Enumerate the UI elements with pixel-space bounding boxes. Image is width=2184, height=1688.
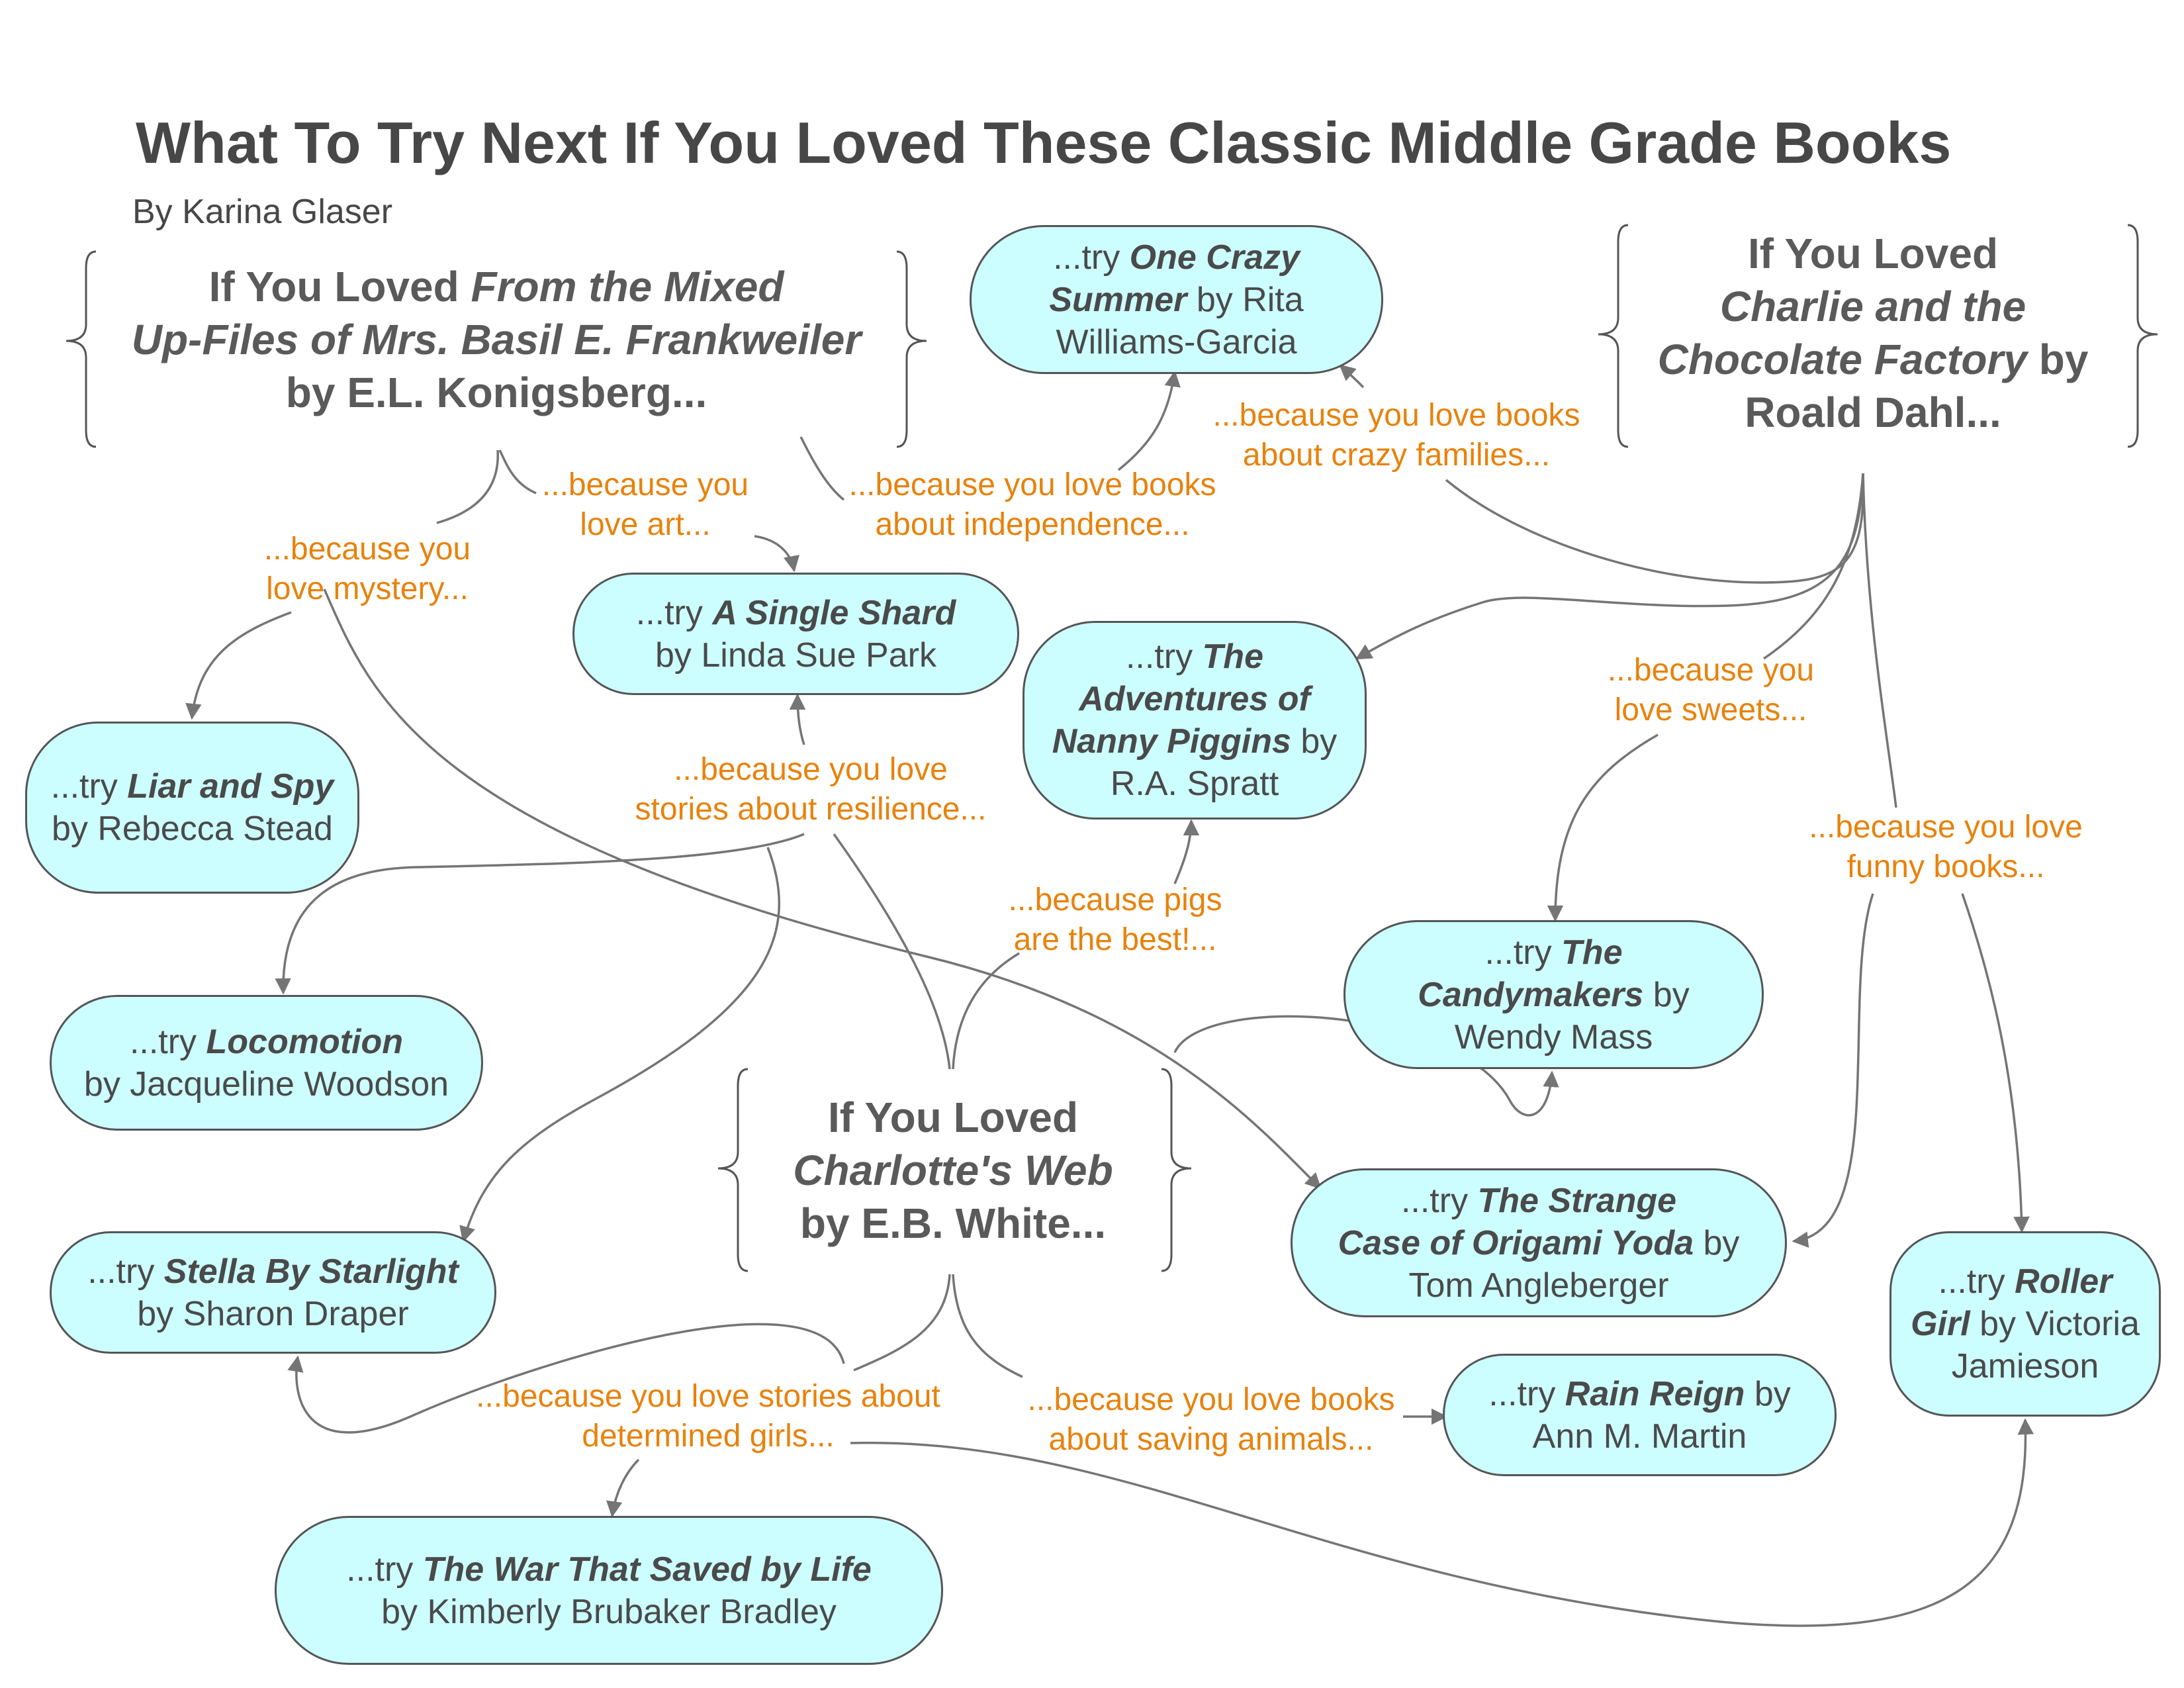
link-mixed-up-to-mystery (436, 449, 499, 524)
brace-charlotte-right (1161, 1068, 1192, 1272)
book-locomotion: ...try Locomotion by Jacqueline Woodson (50, 995, 483, 1131)
book-one-crazy-summer: ...try One Crazy Summer by Rita Williams… (970, 225, 1383, 374)
book-candymakers: ...try The Candymakers by Wendy Mass (1343, 920, 1764, 1069)
link-funny-to-roller-girl (1961, 893, 2030, 1233)
book-origami-yoda: ...try The Strange Case of Origami Yoda … (1291, 1168, 1787, 1317)
mixed-up-title-a: From the Mixed (471, 262, 784, 310)
book-liar-and-spy: ...try Liar and Spy by Rebecca Stead (25, 722, 359, 894)
charlie-title-a: Charlie and the (1719, 282, 2026, 330)
source-charlie-chocolate: If You Loved Charlie and the Chocolate F… (1628, 222, 2118, 444)
brace-charlotte-left (717, 1068, 749, 1272)
brace-mixed-up-left (66, 250, 97, 448)
brace-mixed-up-right (896, 250, 927, 448)
link-pigs-to-nanny-piggins (1173, 819, 1200, 884)
book-roller-girl: ...try Roller Girl by Victoria Jamieson (1889, 1231, 2161, 1417)
link-charlotte-to-resilience (833, 833, 951, 1070)
link-determined-girls-to-roller-girl (850, 1418, 2034, 1627)
book-stella-by-starlight: ...try Stella By Starlight by Sharon Dra… (50, 1231, 496, 1354)
charlotte-prefix: If You Loved (827, 1093, 1079, 1141)
book-rain-reign: ...try Rain Reign by Ann M. Martin (1443, 1354, 1837, 1476)
link-resilience-to-single-shard (789, 693, 806, 745)
link-charlie-to-crazy-families (1445, 473, 1865, 584)
book-single-shard: ...try A Single Shard by Linda Sue Park (572, 573, 1019, 695)
link-determined-girls-to-stella (287, 1323, 845, 1434)
charlotte-author: by E.B. White... (799, 1199, 1107, 1247)
author-byline: By Karina Glaser (132, 193, 393, 231)
brace-charlie-left (1598, 224, 1629, 448)
link-mystery-to-liar-spy (185, 611, 292, 720)
source-mixed-up-files: If You Loved From the Mixed Up-Files of … (99, 255, 893, 424)
charlotte-title: Charlotte's Web (793, 1146, 1113, 1194)
link-determined-girls-to-war-saved (606, 1458, 640, 1518)
mixed-up-title-b: Up-Files of Mrs. Basil E. Frankweiler (131, 315, 862, 363)
link-crazy-families-to-crazy-summer (1339, 364, 1365, 389)
link-funny-to-origami-yoda (1792, 893, 1874, 1248)
source-charlottes-web: If You Loved Charlotte's Web by E.B. Whi… (748, 1086, 1158, 1254)
book-nanny-piggins: ...try The Adventures of Nanny Piggins b… (1023, 621, 1367, 820)
link-mixed-up-to-independence (799, 436, 845, 501)
page-title: What To Try Next If You Loved These Clas… (136, 110, 1952, 175)
link-charlie-to-funny (1862, 473, 1897, 808)
link-mixed-up-to-art (498, 449, 537, 494)
mixed-up-author: by E.L. Konigsberg... (285, 368, 707, 416)
link-charlotte-to-pigs (952, 952, 1020, 1070)
link-art-to-single-shard (754, 535, 800, 573)
link-resilience-to-stella (459, 847, 780, 1243)
link-mystery-to-origami-yoda (323, 588, 1322, 1190)
book-war-that-saved: ...try The War That Saved by Life by Kim… (275, 1516, 943, 1665)
link-charlotte-to-determined-girls (853, 1274, 951, 1372)
charlie-author: Roald Dahl... (1745, 388, 2001, 436)
link-resilience-to-locomotion (275, 833, 805, 995)
brace-charlie-right (2127, 224, 2158, 448)
link-sweets-to-candymakers (1547, 733, 1659, 922)
link-charlie-to-sweets (1763, 473, 1864, 660)
charlie-prefix: If You Loved (1747, 229, 1999, 277)
link-independence-to-crazy-summer (1117, 370, 1181, 471)
link-charlotte-to-saving-animals (952, 1274, 1023, 1378)
link-charlie-to-nanny-piggins (1355, 473, 1864, 660)
charlie-title-b: Chocolate Factory (1657, 335, 2027, 383)
